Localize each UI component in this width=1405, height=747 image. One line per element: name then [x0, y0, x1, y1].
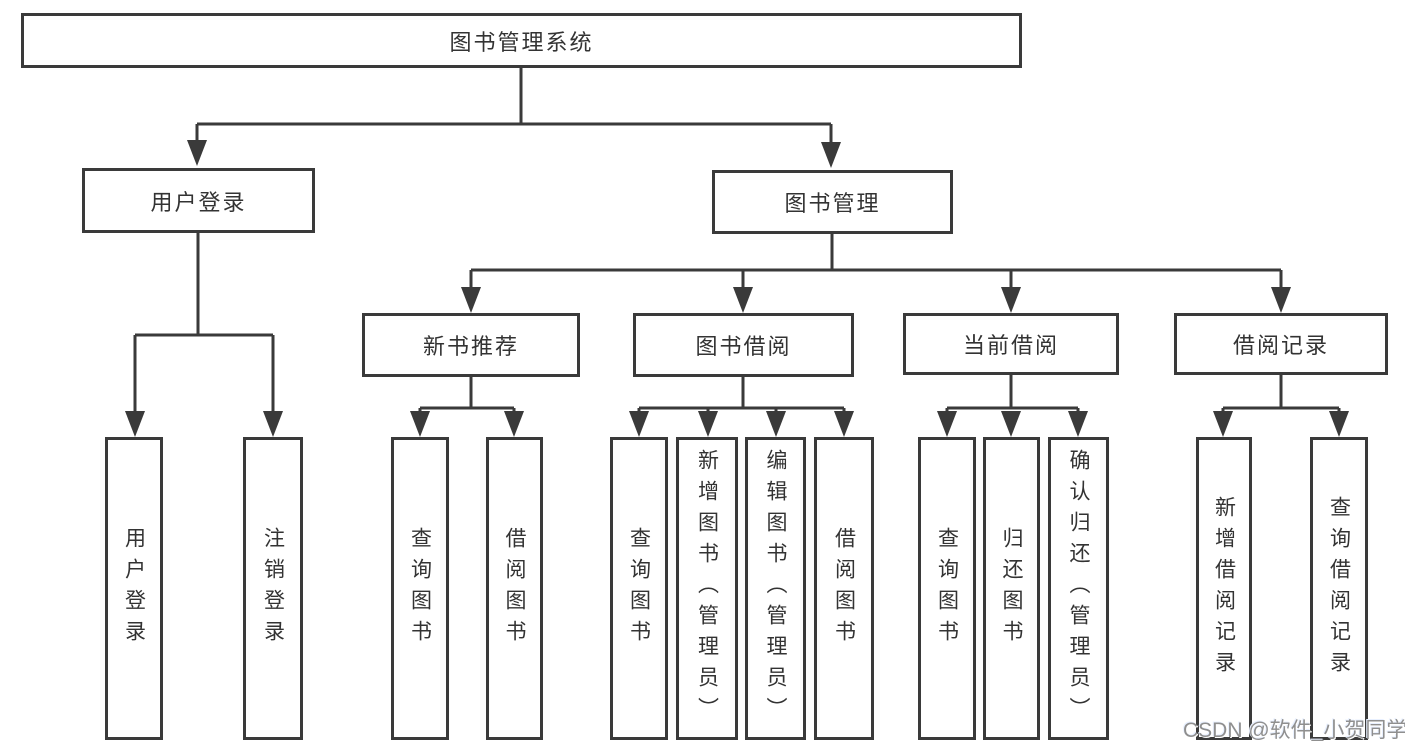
connector-book-mgmt — [469, 234, 1283, 289]
node-current-borrow: 当前借阅 — [903, 313, 1119, 375]
node-root: 图书管理系统 — [21, 13, 1022, 68]
leaf-edit-books-admin: 编辑图书（管理员） — [745, 437, 806, 740]
node-root-label: 图书管理系统 — [449, 29, 594, 55]
leaf-add-books-admin-label: 新增图书（管理员） — [695, 449, 719, 728]
leaf-borrow-borrow-books: 借阅图书 — [814, 437, 874, 740]
leaf-logout-label: 注销登录 — [261, 526, 285, 651]
node-new-book-recommend: 新书推荐 — [362, 313, 580, 377]
node-book-management: 图书管理 — [712, 170, 953, 234]
arrow-down-icon — [187, 140, 207, 166]
arrow-down-icon — [698, 411, 718, 437]
leaf-edit-books-admin-label: 编辑图书（管理员） — [764, 449, 787, 728]
leaf-confirm-return-admin-label: 确认归还（管理员） — [1067, 449, 1090, 728]
connector-root — [195, 68, 833, 146]
arrow-down-icon — [1329, 411, 1349, 437]
leaf-newbook-query-books-label: 查询图书 — [408, 526, 432, 651]
connector-current-borrow — [945, 375, 1080, 413]
leaf-user-login: 用户登录 — [105, 437, 163, 740]
leaf-borrow-borrow-books-label: 借阅图书 — [832, 526, 856, 651]
node-user-login: 用户登录 — [82, 168, 315, 233]
arrow-down-icon — [263, 411, 283, 437]
connector-new-book-rec — [418, 377, 516, 413]
arrow-down-icon — [410, 411, 430, 437]
arrow-down-icon — [834, 411, 854, 437]
node-user-login-label: 用户登录 — [150, 189, 247, 215]
leaf-user-login-label: 用户登录 — [122, 526, 146, 651]
node-book-borrow-label: 图书借阅 — [695, 334, 792, 359]
leaf-query-borrow-record-label: 查询借阅记录 — [1327, 495, 1351, 682]
arrow-down-icon — [821, 142, 841, 168]
arrow-down-icon — [937, 411, 957, 437]
node-book-management-label: 图书管理 — [784, 191, 881, 216]
leaf-query-borrow-record: 查询借阅记录 — [1310, 437, 1368, 740]
connector-borrow-record — [1221, 375, 1341, 413]
leaf-add-borrow-record-label: 新增借阅记录 — [1212, 495, 1236, 682]
leaf-return-books-label: 归还图书 — [1000, 526, 1023, 651]
arrow-down-icon — [1213, 411, 1233, 437]
connector-user-login — [133, 233, 275, 413]
leaf-borrow-query-books-label: 查询图书 — [627, 526, 651, 651]
arrow-down-icon — [504, 411, 524, 437]
arrowheads — [125, 140, 1349, 437]
leaf-newbook-query-books: 查询图书 — [391, 437, 449, 740]
leaf-confirm-return-admin: 确认归还（管理员） — [1048, 437, 1109, 740]
connector-paths — [133, 68, 1341, 413]
leaf-return-books: 归还图书 — [983, 437, 1040, 740]
leaf-borrow-query-books: 查询图书 — [610, 437, 668, 740]
leaf-newbook-borrow-books-label: 借阅图书 — [503, 526, 526, 651]
arrow-down-icon — [125, 411, 145, 437]
arrow-down-icon — [1271, 287, 1291, 313]
node-borrow-record: 借阅记录 — [1174, 313, 1388, 375]
node-book-borrow: 图书借阅 — [633, 313, 854, 377]
arrow-down-icon — [461, 287, 481, 313]
leaf-add-books-admin: 新增图书（管理员） — [676, 437, 738, 740]
connector-book-borrow — [637, 377, 846, 413]
node-new-book-recommend-label: 新书推荐 — [422, 334, 519, 359]
arrow-down-icon — [629, 411, 649, 437]
node-current-borrow-label: 当前借阅 — [962, 333, 1059, 358]
arrow-down-icon — [733, 287, 753, 313]
csdn-watermark: CSDN @软件_小贺同学 — [1183, 719, 1405, 742]
node-borrow-record-label: 借阅记录 — [1232, 333, 1329, 358]
arrow-down-icon — [766, 411, 786, 437]
leaf-current-query-books: 查询图书 — [918, 437, 976, 740]
leaf-add-borrow-record: 新增借阅记录 — [1196, 437, 1252, 740]
arrow-down-icon — [1001, 287, 1021, 313]
leaf-logout: 注销登录 — [243, 437, 303, 740]
leaf-newbook-borrow-books: 借阅图书 — [486, 437, 543, 740]
arrow-down-icon — [1001, 411, 1021, 437]
leaf-current-query-books-label: 查询图书 — [935, 526, 959, 651]
arrow-down-icon — [1068, 411, 1088, 437]
